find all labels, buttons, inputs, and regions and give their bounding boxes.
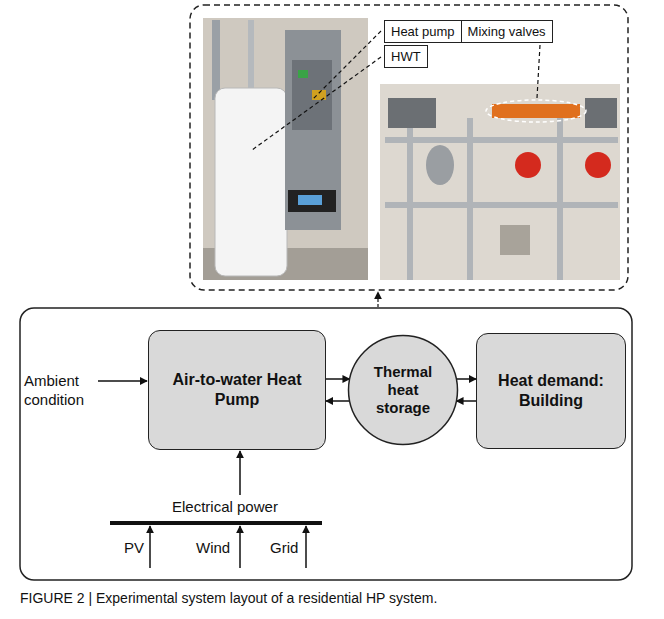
node-text: Thermal heat storage: [361, 363, 445, 417]
valve-group: [388, 98, 436, 128]
circuit-board: [298, 70, 308, 78]
pipe: [407, 128, 413, 280]
callout-tag: Mixing valves: [461, 20, 553, 43]
meter: [500, 225, 530, 255]
callout-tag: HWT: [384, 45, 428, 68]
hot-water-tank: [215, 88, 287, 276]
process-box: Air-to-water Heat Pump: [148, 330, 326, 450]
valve-group: [585, 98, 617, 128]
source-arrow: [239, 526, 241, 568]
flow-arrow: [456, 378, 476, 380]
pipe: [557, 118, 563, 280]
leader-line: [537, 45, 540, 98]
pipe: [212, 20, 220, 100]
link-arrow: [377, 292, 378, 307]
flow-arrow: [326, 400, 350, 402]
bus-label: Electrical power: [172, 497, 278, 516]
node-text: Mixing valves: [468, 23, 546, 40]
process-box: Heat demand: Building: [476, 333, 626, 449]
leader-line: [252, 57, 381, 150]
system-frame: [20, 308, 632, 580]
photo-frame: [190, 5, 628, 290]
pipe: [467, 118, 473, 280]
buffer-vessel: [426, 145, 454, 185]
source-label: Grid: [270, 538, 298, 557]
photo-left: [203, 18, 368, 280]
pipe: [248, 20, 254, 90]
control-display: [288, 190, 336, 212]
node-text: Air-to-water Heat Pump: [159, 370, 315, 410]
figure-caption: FIGURE 2 | Experimental system layout of…: [20, 589, 437, 607]
input-label: Ambient condition: [24, 371, 98, 409]
source-arrow: [305, 526, 307, 568]
mixing-valves: [492, 104, 580, 118]
source-arrow: [149, 526, 151, 568]
node-text: HWT: [391, 48, 421, 65]
power-bus: [110, 521, 322, 525]
pipe: [385, 137, 618, 143]
flow-arrow: [326, 378, 350, 380]
input-arrow: [98, 380, 147, 382]
expansion-vessel: [515, 152, 541, 178]
highlight-ellipse: [486, 100, 586, 122]
node-text: Heat demand: Building: [487, 371, 615, 411]
node-text: Heat pump: [391, 23, 455, 40]
heat-pump-panel: [292, 60, 332, 130]
photo-right: [380, 84, 620, 280]
storage-circle: Thermal heat storage: [347, 334, 459, 446]
pipe: [385, 202, 618, 208]
flow-arrow: [456, 400, 476, 402]
circle-shape: [349, 336, 458, 445]
leader-line: [312, 31, 381, 100]
expansion-vessel: [585, 152, 611, 178]
control-screen: [298, 195, 322, 205]
heat-pump-unit: [285, 30, 341, 230]
callout-tag: Heat pump: [384, 20, 462, 43]
source-label: Wind: [196, 538, 230, 557]
source-label: PV: [124, 538, 144, 557]
power-arrow: [239, 451, 241, 495]
